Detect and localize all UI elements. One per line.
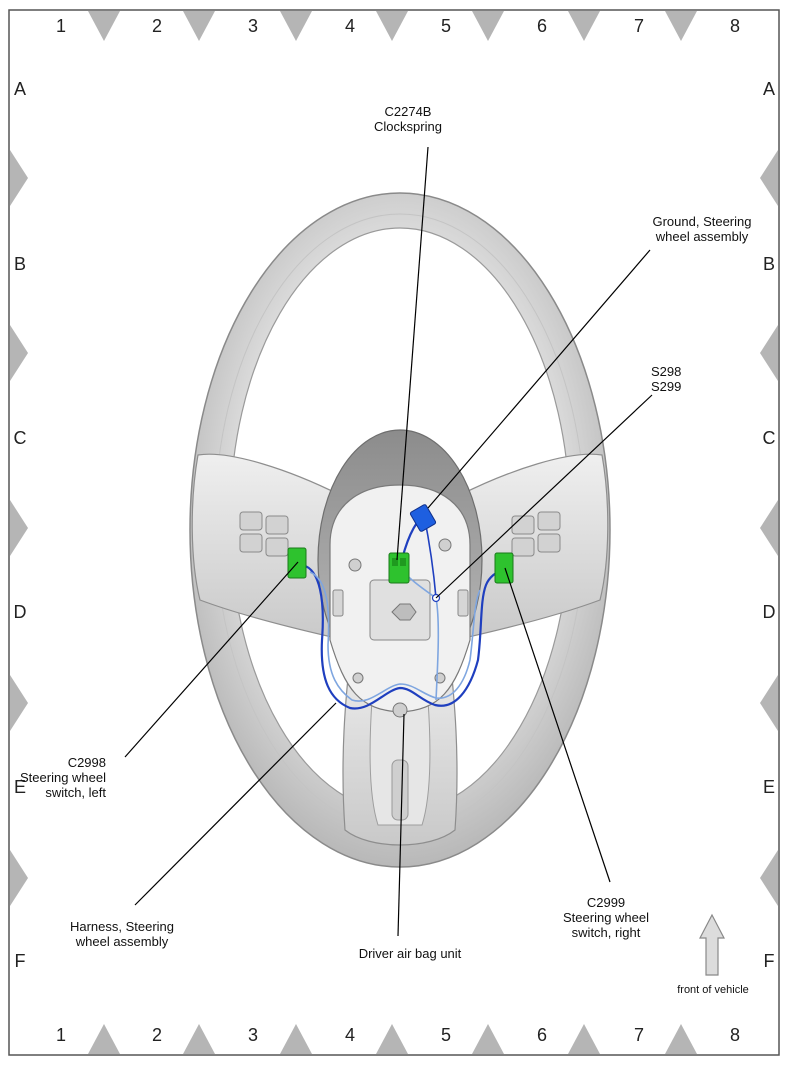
front-of-vehicle-label: front of vehicle [677,984,749,996]
grid-row-right-a: A [762,79,775,99]
leader-ground [427,249,651,509]
grid-col-top-6: 6 [536,16,547,36]
callout-switch-left-line3: switch, left [45,785,106,800]
harness-wire-left [302,563,506,710]
callout-clockspring: C2274B Clockspring [358,104,458,134]
c2999-connector [494,552,514,584]
leader-lines [124,146,653,937]
callout-airbag: Driver air bag unit [340,946,480,961]
left-switch-buttons [239,511,289,557]
right-switch-buttons [511,511,561,557]
grid-row-left-a: A [13,79,26,99]
grid-col-top-5: 5 [440,16,451,36]
callout-harness-line2: wheel assembly [75,934,169,949]
callout-ground: Ground, Steering wheel assembly [640,214,764,244]
grid-col-bottom-1: 1 [55,1025,66,1045]
grid-col-top-2: 2 [151,16,162,36]
leader-harness [134,702,337,906]
grid-col-top-3: 3 [247,16,258,36]
callout-switch-left-id: C2998 [67,755,106,770]
grid-col-bottom-3: 3 [247,1025,258,1045]
callout-harness: Harness, Steering wheel assembly [60,919,184,949]
leader-switch-right [504,567,611,883]
grid-row-left-d: D [13,602,27,622]
callout-splice-s299: S299 [651,379,682,394]
grid-row-right-e: E [762,777,775,797]
grid-col-top-7: 7 [633,16,644,36]
grid-row-left-b: B [13,254,26,274]
leader-splices [435,394,653,599]
page-frame [8,9,780,1056]
leader-switch-left [124,561,299,758]
grid-row-right-f: F [763,951,775,971]
callout-switch-left-line2: Steering wheel [20,770,106,785]
grid-col-bottom-6: 6 [536,1025,547,1045]
harness-wire-right [309,571,481,702]
steering-wheel [189,192,611,868]
frame-markers-bottom [88,1024,697,1054]
callout-switch-right-line2: Steering wheel [563,910,649,925]
grid-col-top-8: 8 [729,16,740,36]
grid-row-left-f: F [14,951,26,971]
grid-row-right-c: C [762,428,776,448]
callout-airbag-line1: Driver air bag unit [358,946,462,961]
callout-switch-right-id: C2999 [586,895,626,910]
callout-ground-line2: wheel assembly [655,229,749,244]
leader-airbag [397,713,405,937]
grid-col-bottom-4: 4 [344,1025,355,1045]
callout-switch-left: C2998 Steering wheel switch, left [14,755,106,800]
frame-markers-top [88,11,697,41]
c2274b-connector [388,552,410,584]
callout-splice-s298: S298 [651,364,682,379]
grid-row-right-d: D [762,602,776,622]
callout-switch-right: C2999 Steering wheel switch, right [556,895,656,940]
callout-harness-line1: Harness, Steering [69,919,175,934]
grid-row-left-c: C [13,428,27,448]
leader-clockspring [396,146,429,561]
grid-row-right-b: B [762,254,775,274]
grid-col-bottom-7: 7 [633,1025,644,1045]
ground-connector [409,504,437,532]
callout-switch-right-line3: switch, right [571,925,641,940]
callout-clockspring-id: C2274B [384,104,432,119]
grid-col-bottom-5: 5 [440,1025,451,1045]
grid-col-bottom-2: 2 [151,1025,162,1045]
grid-col-top-4: 4 [344,16,355,36]
frame-markers-right [760,150,778,906]
callout-ground-line1: Ground, Steering [652,214,752,229]
callout-clockspring-desc: Clockspring [374,119,442,134]
callout-splices: S298 S299 [651,364,711,394]
grid-row-left-e: E [13,777,26,797]
frame-markers-left [10,150,28,906]
up-arrow-icon [699,913,725,976]
grid-col-top-1: 1 [55,16,66,36]
grid-col-bottom-8: 8 [729,1025,740,1045]
